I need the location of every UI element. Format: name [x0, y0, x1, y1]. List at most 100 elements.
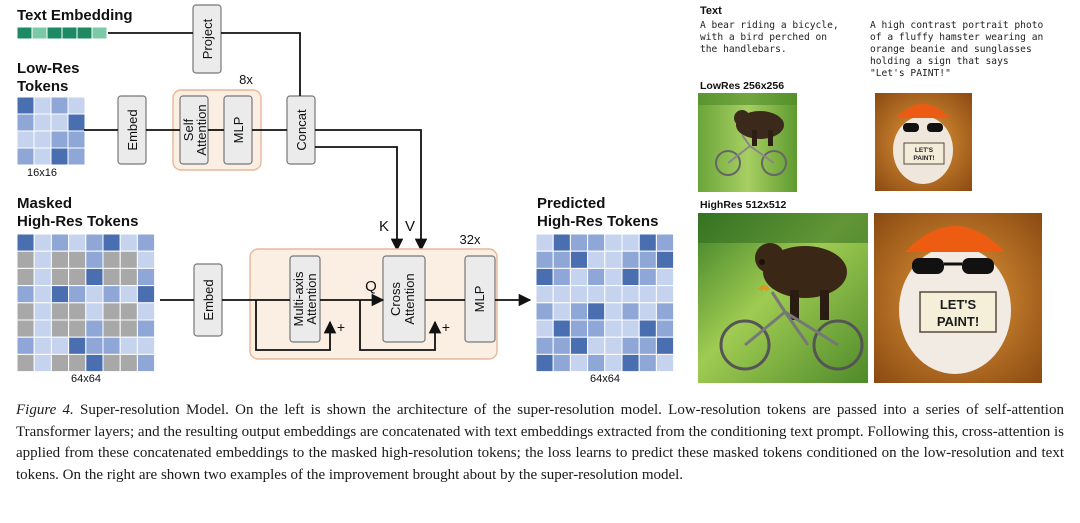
- predicted-token-cell: [621, 250, 640, 269]
- predicted-token-cell: [569, 302, 589, 321]
- predicted-token-cell: [655, 267, 675, 287]
- masked-token-cell: [85, 267, 104, 287]
- low-res-token-cell: [33, 147, 52, 166]
- predicted-token-cell: [621, 285, 640, 304]
- masked-token-cell: [16, 285, 35, 304]
- masked-token-cell: [68, 353, 87, 373]
- predicted-token-cell: [535, 233, 554, 252]
- lowres-hamster-image: LET'S PAINT!: [875, 93, 972, 191]
- caption-text: Super-resolution Model. On the left is s…: [16, 402, 1064, 483]
- predicted-token-cell: [604, 233, 623, 252]
- highres-sign-line-2: PAINT!: [937, 314, 979, 329]
- masked-token-cell: [136, 353, 156, 373]
- low-res-token-cell: [50, 147, 69, 166]
- predicted-token-cell: [587, 319, 606, 338]
- masked-token-cell: [102, 285, 121, 304]
- predicted-label-1: Predicted: [537, 195, 605, 212]
- low-res-token-cell: [16, 147, 35, 166]
- predicted-token-cell: [638, 285, 657, 304]
- predicted-token-cell: [535, 319, 554, 338]
- low-res-token-cell: [16, 113, 35, 132]
- masked-token-cell: [136, 336, 156, 355]
- low-res-token-cell: [67, 96, 86, 115]
- prompt2-line-4: holding a sign that says: [870, 56, 1009, 67]
- masked-high-res-token-grid: [16, 233, 156, 373]
- masked-label-2: High-Res Tokens: [17, 213, 138, 230]
- masked-token-cell: [50, 285, 70, 304]
- cross-attention-block-group: [249, 248, 498, 360]
- predicted-token-cell: [655, 233, 675, 252]
- predicted-token-cell: [604, 336, 623, 355]
- predicted-token-cell: [535, 353, 554, 373]
- predicted-token-cell: [552, 250, 571, 269]
- text-embedding-cell: [76, 26, 93, 40]
- predicted-token-cell: [621, 353, 640, 373]
- masked-token-cell: [33, 233, 52, 252]
- masked-token-cell: [119, 250, 138, 269]
- repeat-32x-label: 32x: [460, 232, 481, 247]
- masked-token-cell: [68, 285, 87, 304]
- predicted-token-cell: [604, 267, 623, 287]
- masked-token-cell: [33, 267, 52, 287]
- masked-label-1: Masked: [17, 195, 72, 212]
- predicted-token-cell: [638, 302, 657, 321]
- masked-token-cell: [33, 285, 52, 304]
- masked-token-cell: [85, 353, 104, 373]
- masked-token-cell: [119, 319, 138, 338]
- v-label: V: [405, 218, 415, 235]
- text-embedding-cell: [91, 26, 108, 40]
- predicted-token-cell: [638, 353, 657, 373]
- low-res-token-cell: [50, 96, 69, 115]
- low-res-tokens-label-1: Low-Res: [17, 60, 80, 77]
- grid-64-label: 64x64: [71, 373, 101, 385]
- low-res-tokens-label-2: Tokens: [17, 78, 68, 95]
- low-res-token-cell: [67, 147, 86, 166]
- prompt2-line-2: of a fluffy hamster wearing an: [870, 32, 1043, 43]
- figure-caption: Figure 4. Super-resolution Model. On the…: [16, 400, 1064, 486]
- masked-token-cell: [16, 267, 35, 287]
- masked-token-cell: [50, 250, 70, 269]
- masked-token-cell: [50, 336, 70, 355]
- q-label: Q: [365, 278, 377, 295]
- prompt2-line-5: "Let's PAINT!": [870, 68, 951, 79]
- low-res-token-cell: [33, 130, 52, 149]
- lowres-label: LowRes 256x256: [700, 80, 784, 92]
- multi-axis-label-1: Multi-axis: [291, 271, 306, 326]
- text-embedding-vector: [16, 26, 108, 40]
- masked-token-cell: [119, 233, 138, 252]
- predicted-token-cell: [604, 302, 623, 321]
- predicted-token-cell: [587, 302, 606, 321]
- masked-token-cell: [85, 302, 104, 321]
- prompt1-line-1: A bear riding a bicycle,: [700, 20, 839, 31]
- predicted-token-cell: [535, 336, 554, 355]
- predicted-token-cell: [655, 353, 675, 373]
- self-attention-label-2: Attention: [194, 104, 209, 155]
- text-header: Text: [700, 5, 722, 17]
- masked-token-cell: [16, 336, 35, 355]
- prompt2-line-3: orange beanie and sunglasses: [870, 44, 1032, 55]
- multi-axis-attention-box: [289, 255, 321, 343]
- masked-token-cell: [33, 353, 52, 373]
- predicted-token-cell: [552, 285, 571, 304]
- masked-token-cell: [85, 319, 104, 338]
- predicted-token-cell: [621, 267, 640, 287]
- predicted-token-cell: [569, 319, 589, 338]
- repeat-8x-label: 8x: [239, 72, 253, 87]
- masked-token-cell: [102, 353, 121, 373]
- text-embedding-cell: [46, 26, 63, 40]
- masked-token-cell: [136, 319, 156, 338]
- embed-label-low: Embed: [125, 109, 140, 150]
- masked-token-cell: [50, 302, 70, 321]
- masked-token-cell: [68, 233, 87, 252]
- masked-token-cell: [50, 319, 70, 338]
- masked-token-cell: [50, 233, 70, 252]
- predicted-token-cell: [604, 319, 623, 338]
- predicted-token-cell: [655, 336, 675, 355]
- predicted-token-cell: [569, 267, 589, 287]
- masked-token-cell: [102, 250, 121, 269]
- low-res-token-cell: [50, 130, 69, 149]
- masked-token-cell: [68, 319, 87, 338]
- masked-token-cell: [68, 250, 87, 269]
- highres-hamster-image: LET'S PAINT!: [874, 213, 1042, 383]
- masked-token-cell: [119, 336, 138, 355]
